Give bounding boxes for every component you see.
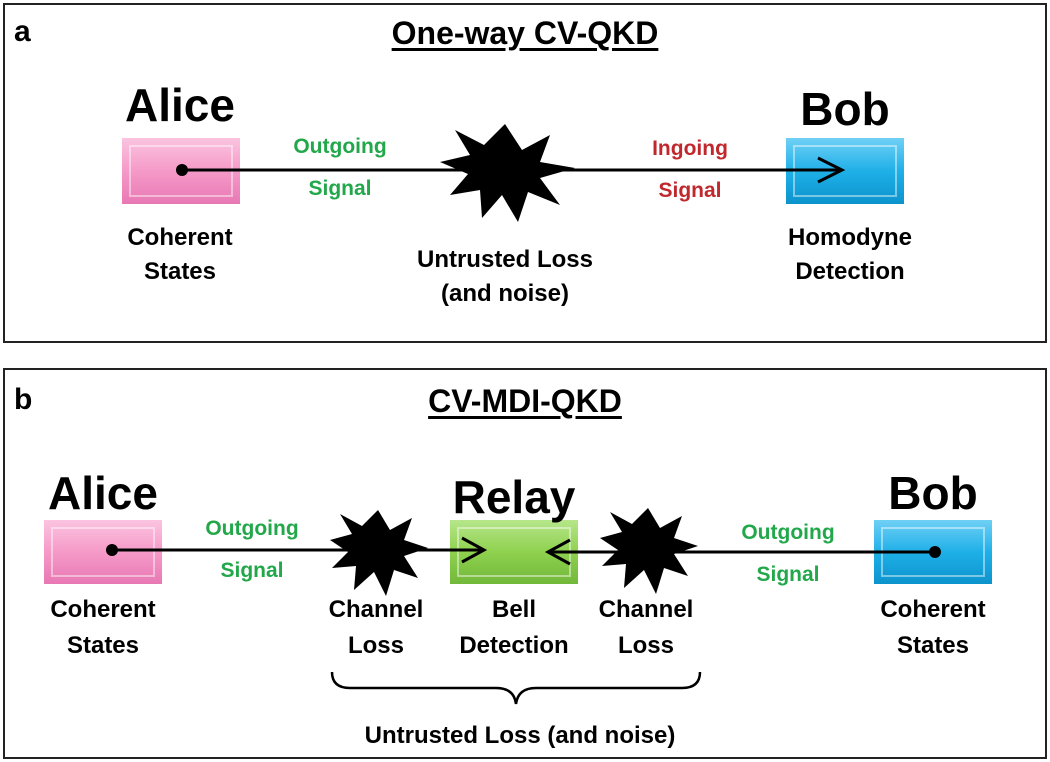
bob-name-a: Bob: [800, 83, 890, 135]
bob-desc-line2-a: Detection: [795, 258, 905, 285]
bob-desc-line1-b: Coherent: [880, 596, 986, 623]
panel-a-title: One-way CV-QKD: [391, 15, 659, 51]
loss-starburst-icon-a: [440, 124, 575, 222]
untrusted-loss-line1-a: Untrusted Loss: [416, 246, 593, 273]
signal-arrowhead-right: [544, 538, 571, 566]
panel-a-letter: a: [14, 15, 31, 48]
signal-arrowhead-left: [461, 536, 488, 564]
outgoing-label-line1-right: Outgoing: [741, 521, 835, 544]
channel-loss-line2-left: Loss: [347, 632, 404, 659]
channel-loss-starburst-icon-left: [330, 510, 428, 596]
relay-name: Relay: [452, 471, 576, 523]
bob-name-b: Bob: [888, 467, 978, 519]
channel-loss-line1-left: Channel: [328, 596, 424, 623]
ingoing-label-line2-a: Signal: [658, 179, 722, 202]
channel-loss-starburst-icon-right: [600, 508, 698, 594]
panel-b-title: CV-MDI-QKD: [428, 383, 622, 419]
alice-desc-line2-a: States: [143, 258, 217, 285]
channel-loss-line1-right: Channel: [598, 596, 694, 623]
signal-arrowhead-a: [817, 156, 846, 184]
signal-origin-dot-a: [176, 164, 188, 176]
bob-desc-line1-a: Homodyne: [787, 224, 912, 251]
outgoing-label-line2-right: Signal: [756, 563, 820, 586]
alice-name-a: Alice: [125, 79, 235, 131]
alice-desc-line2-b: States: [66, 632, 140, 659]
alice-box-b: [44, 520, 162, 584]
untrusted-loss-brace-label: Untrusted Loss (and noise): [364, 722, 676, 749]
bob-desc-line2-b: States: [896, 632, 970, 659]
outgoing-label-line1-a: Outgoing: [293, 135, 387, 158]
untrusted-loss-line2-a: (and noise): [440, 280, 569, 307]
alice-desc-line1-b: Coherent: [50, 596, 156, 623]
alice-desc-line1-a: Coherent: [127, 224, 233, 251]
outgoing-label-line2-a: Signal: [308, 177, 372, 200]
relay-desc-line2: Detection: [459, 632, 569, 659]
panel-b-letter: b: [14, 383, 33, 416]
ingoing-label-line1-a: Ingoing: [652, 137, 728, 160]
untrusted-loss-brace: [330, 671, 702, 705]
signal-origin-dot-left: [106, 544, 118, 556]
alice-name-b: Alice: [48, 467, 158, 519]
signal-origin-dot-right: [929, 546, 941, 558]
outgoing-label-line1-left: Outgoing: [205, 517, 299, 540]
relay-desc-line1: Bell: [491, 596, 536, 623]
outgoing-label-line2-left: Signal: [220, 559, 284, 582]
channel-loss-line2-right: Loss: [617, 632, 674, 659]
